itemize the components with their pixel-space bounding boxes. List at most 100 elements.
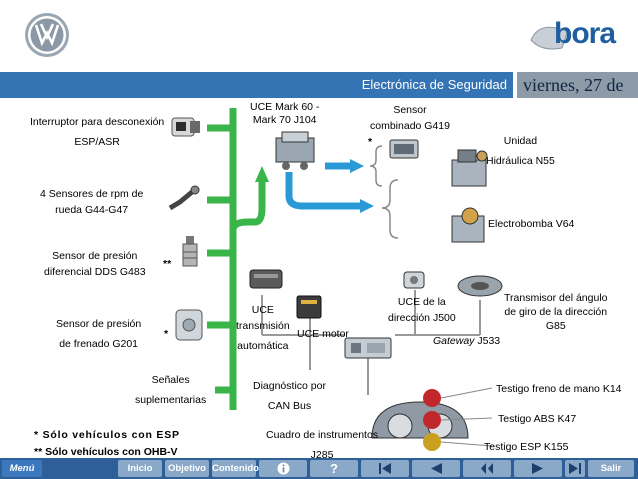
steering-control-unit-icon bbox=[403, 271, 425, 289]
blue-arrow-head-2 bbox=[350, 159, 364, 173]
label-transmission-line2: transmisión bbox=[236, 320, 290, 332]
first-page-button[interactable] bbox=[361, 460, 409, 477]
can-bus-lines bbox=[261, 290, 481, 395]
warning-lamp-lines bbox=[440, 387, 493, 447]
star-label-3: * bbox=[164, 328, 169, 340]
previous-page-icon bbox=[431, 463, 442, 474]
label-diagnostics: Diagnóstico por CAN Bus bbox=[253, 378, 326, 414]
label-abs-unit: UCE Mark 60 - Mark 70 J104 bbox=[250, 99, 319, 128]
last-page-button[interactable] bbox=[565, 460, 585, 477]
green-bus-lines bbox=[207, 108, 266, 410]
label-signals-line2: suplementarias bbox=[135, 394, 207, 406]
label-diagnostics-line2: CAN Bus bbox=[267, 400, 312, 412]
label-brake-pressure: Sensor de presión de frenado G201 bbox=[56, 316, 141, 352]
label-lamp-esp: Testigo ESP K155 bbox=[484, 441, 569, 453]
brand-logo-text: bora bbox=[554, 17, 616, 50]
transmission-control-unit-icon bbox=[249, 269, 283, 289]
combined-sensor-icon bbox=[389, 139, 419, 159]
label-steering-unit: UCE de la dirección J500 bbox=[388, 294, 456, 326]
footnote-ohbv: ** Sólo vehículos con OHB-V bbox=[34, 446, 178, 458]
label-gateway-code: J533 bbox=[474, 335, 501, 347]
footnote-esp: * Sólo vehículos con ESP bbox=[34, 429, 180, 441]
star-label-2: ** bbox=[163, 258, 172, 270]
label-lamp-abs: Testigo ABS K47 bbox=[498, 413, 577, 425]
label-esp-switch-line1: Interruptor para desconexión bbox=[30, 116, 165, 128]
page-title: Electrónica de Seguridad bbox=[361, 77, 507, 92]
info-button[interactable] bbox=[259, 460, 307, 477]
brake-pressure-sensor-icon bbox=[175, 309, 203, 341]
star-label-1: * bbox=[368, 136, 373, 148]
label-transmission-unit: UCE transmisión automática bbox=[236, 302, 290, 354]
label-gateway-italic: Gateway bbox=[433, 335, 475, 347]
next-page-button[interactable] bbox=[514, 460, 562, 477]
label-hydraulic-line2: Hidráulica N55 bbox=[486, 155, 555, 167]
label-angle-line1: Transmisor del ángulo bbox=[504, 292, 608, 304]
label-diagnostics-line1: Diagnóstico por bbox=[253, 380, 326, 392]
inicio-button[interactable]: Inicio bbox=[118, 460, 162, 477]
brace-sensor bbox=[369, 145, 383, 187]
help-button[interactable]: ? bbox=[310, 460, 358, 477]
blue-lines bbox=[285, 162, 360, 210]
label-hydraulic-line1: Unidad bbox=[503, 135, 538, 147]
label-brake-line1: Sensor de presión bbox=[56, 318, 142, 330]
steering-angle-sensor-icon bbox=[457, 275, 503, 297]
label-angle-line2: de giro de la dirección bbox=[504, 306, 608, 318]
date-text: viernes, 27 de bbox=[523, 75, 624, 95]
label-rpm-line2: rueda G44-G47 bbox=[55, 204, 129, 216]
engine-control-unit-icon bbox=[296, 295, 322, 319]
label-pressure-diff-line1: Sensor de presión bbox=[52, 250, 138, 262]
label-transmission-line3: automática bbox=[237, 340, 289, 352]
label-steering-line1: UCE de la bbox=[397, 296, 446, 308]
label-abs-line1: UCE Mark 60 - bbox=[250, 101, 320, 113]
last-page-icon bbox=[569, 463, 581, 474]
back-button[interactable] bbox=[463, 460, 511, 477]
gateway-icon bbox=[344, 337, 392, 359]
label-lamp-handbrake: Testigo freno de mano K14 bbox=[496, 383, 622, 395]
label-gateway: Gateway J533 bbox=[433, 333, 500, 349]
label-signals-line1: Señales bbox=[151, 374, 190, 386]
label-angle-line3: G85 bbox=[545, 320, 566, 332]
green-arrow-head bbox=[255, 166, 269, 182]
blue-arrow-head bbox=[360, 199, 374, 213]
label-rpm-line1: 4 Sensores de rpm de bbox=[40, 188, 144, 200]
contenido-button[interactable]: Contenido bbox=[212, 460, 259, 477]
label-steering-line2: dirección J500 bbox=[388, 312, 456, 324]
first-page-icon bbox=[379, 463, 391, 474]
back-icon bbox=[481, 463, 493, 474]
diagram-canvas bbox=[168, 108, 503, 451]
label-engine-unit: UCE motor bbox=[297, 328, 349, 340]
label-esp-switch: Interruptor para desconexión ESP/ASR bbox=[30, 114, 164, 150]
label-cluster-line1: Cuadro de instrumentos bbox=[266, 429, 379, 441]
label-hydraulic-unit: Unidad Hidráulica N55 bbox=[486, 133, 555, 169]
instrument-cluster-icon bbox=[371, 401, 469, 439]
objetivo-button[interactable]: Objetivo bbox=[165, 460, 209, 477]
label-pressure-diff: Sensor de presión diferencial DDS G483 bbox=[44, 248, 146, 280]
label-esp-switch-line2: ESP/ASR bbox=[74, 136, 120, 148]
label-additional-signals: Señales suplementarias bbox=[135, 372, 206, 408]
warning-lamps-icon bbox=[423, 389, 441, 451]
abs-control-unit-icon bbox=[275, 131, 315, 170]
label-rpm-sensors: 4 Sensores de rpm de rueda G44-G47 bbox=[40, 186, 143, 218]
pressure-differential-sensor-icon bbox=[182, 236, 198, 267]
exit-button[interactable]: Salir bbox=[588, 460, 634, 477]
vw-logo-icon bbox=[25, 13, 69, 57]
rpm-sensor-icon bbox=[168, 185, 200, 211]
title-bar: Electrónica de Seguridad bbox=[0, 72, 513, 98]
bora-logo-icon bbox=[530, 26, 569, 50]
previous-page-button[interactable] bbox=[412, 460, 460, 477]
info-icon bbox=[277, 462, 289, 475]
label-electric-pump: Electrobomba V64 bbox=[488, 218, 575, 230]
label-steering-angle: Transmisor del ángulo de giro de la dire… bbox=[504, 290, 608, 334]
brace-hydraulic bbox=[381, 179, 399, 239]
label-transmission-line1: UCE bbox=[251, 304, 274, 316]
label-combined-sensor: Sensor combinado G419 bbox=[370, 102, 450, 134]
esp-switch-icon bbox=[171, 117, 200, 137]
label-combined-line1: Sensor bbox=[393, 104, 427, 116]
label-abs-line2: Mark 70 J104 bbox=[252, 114, 317, 126]
date-box: viernes, 27 de bbox=[517, 72, 638, 98]
navigation-bar: Menú Inicio Objetivo Contenido ? Salir bbox=[0, 458, 638, 479]
menu-button[interactable]: Menú bbox=[2, 460, 42, 477]
label-combined-line2: combinado G419 bbox=[370, 120, 450, 132]
hydraulic-unit-icon bbox=[451, 149, 488, 187]
next-page-icon bbox=[532, 463, 543, 474]
